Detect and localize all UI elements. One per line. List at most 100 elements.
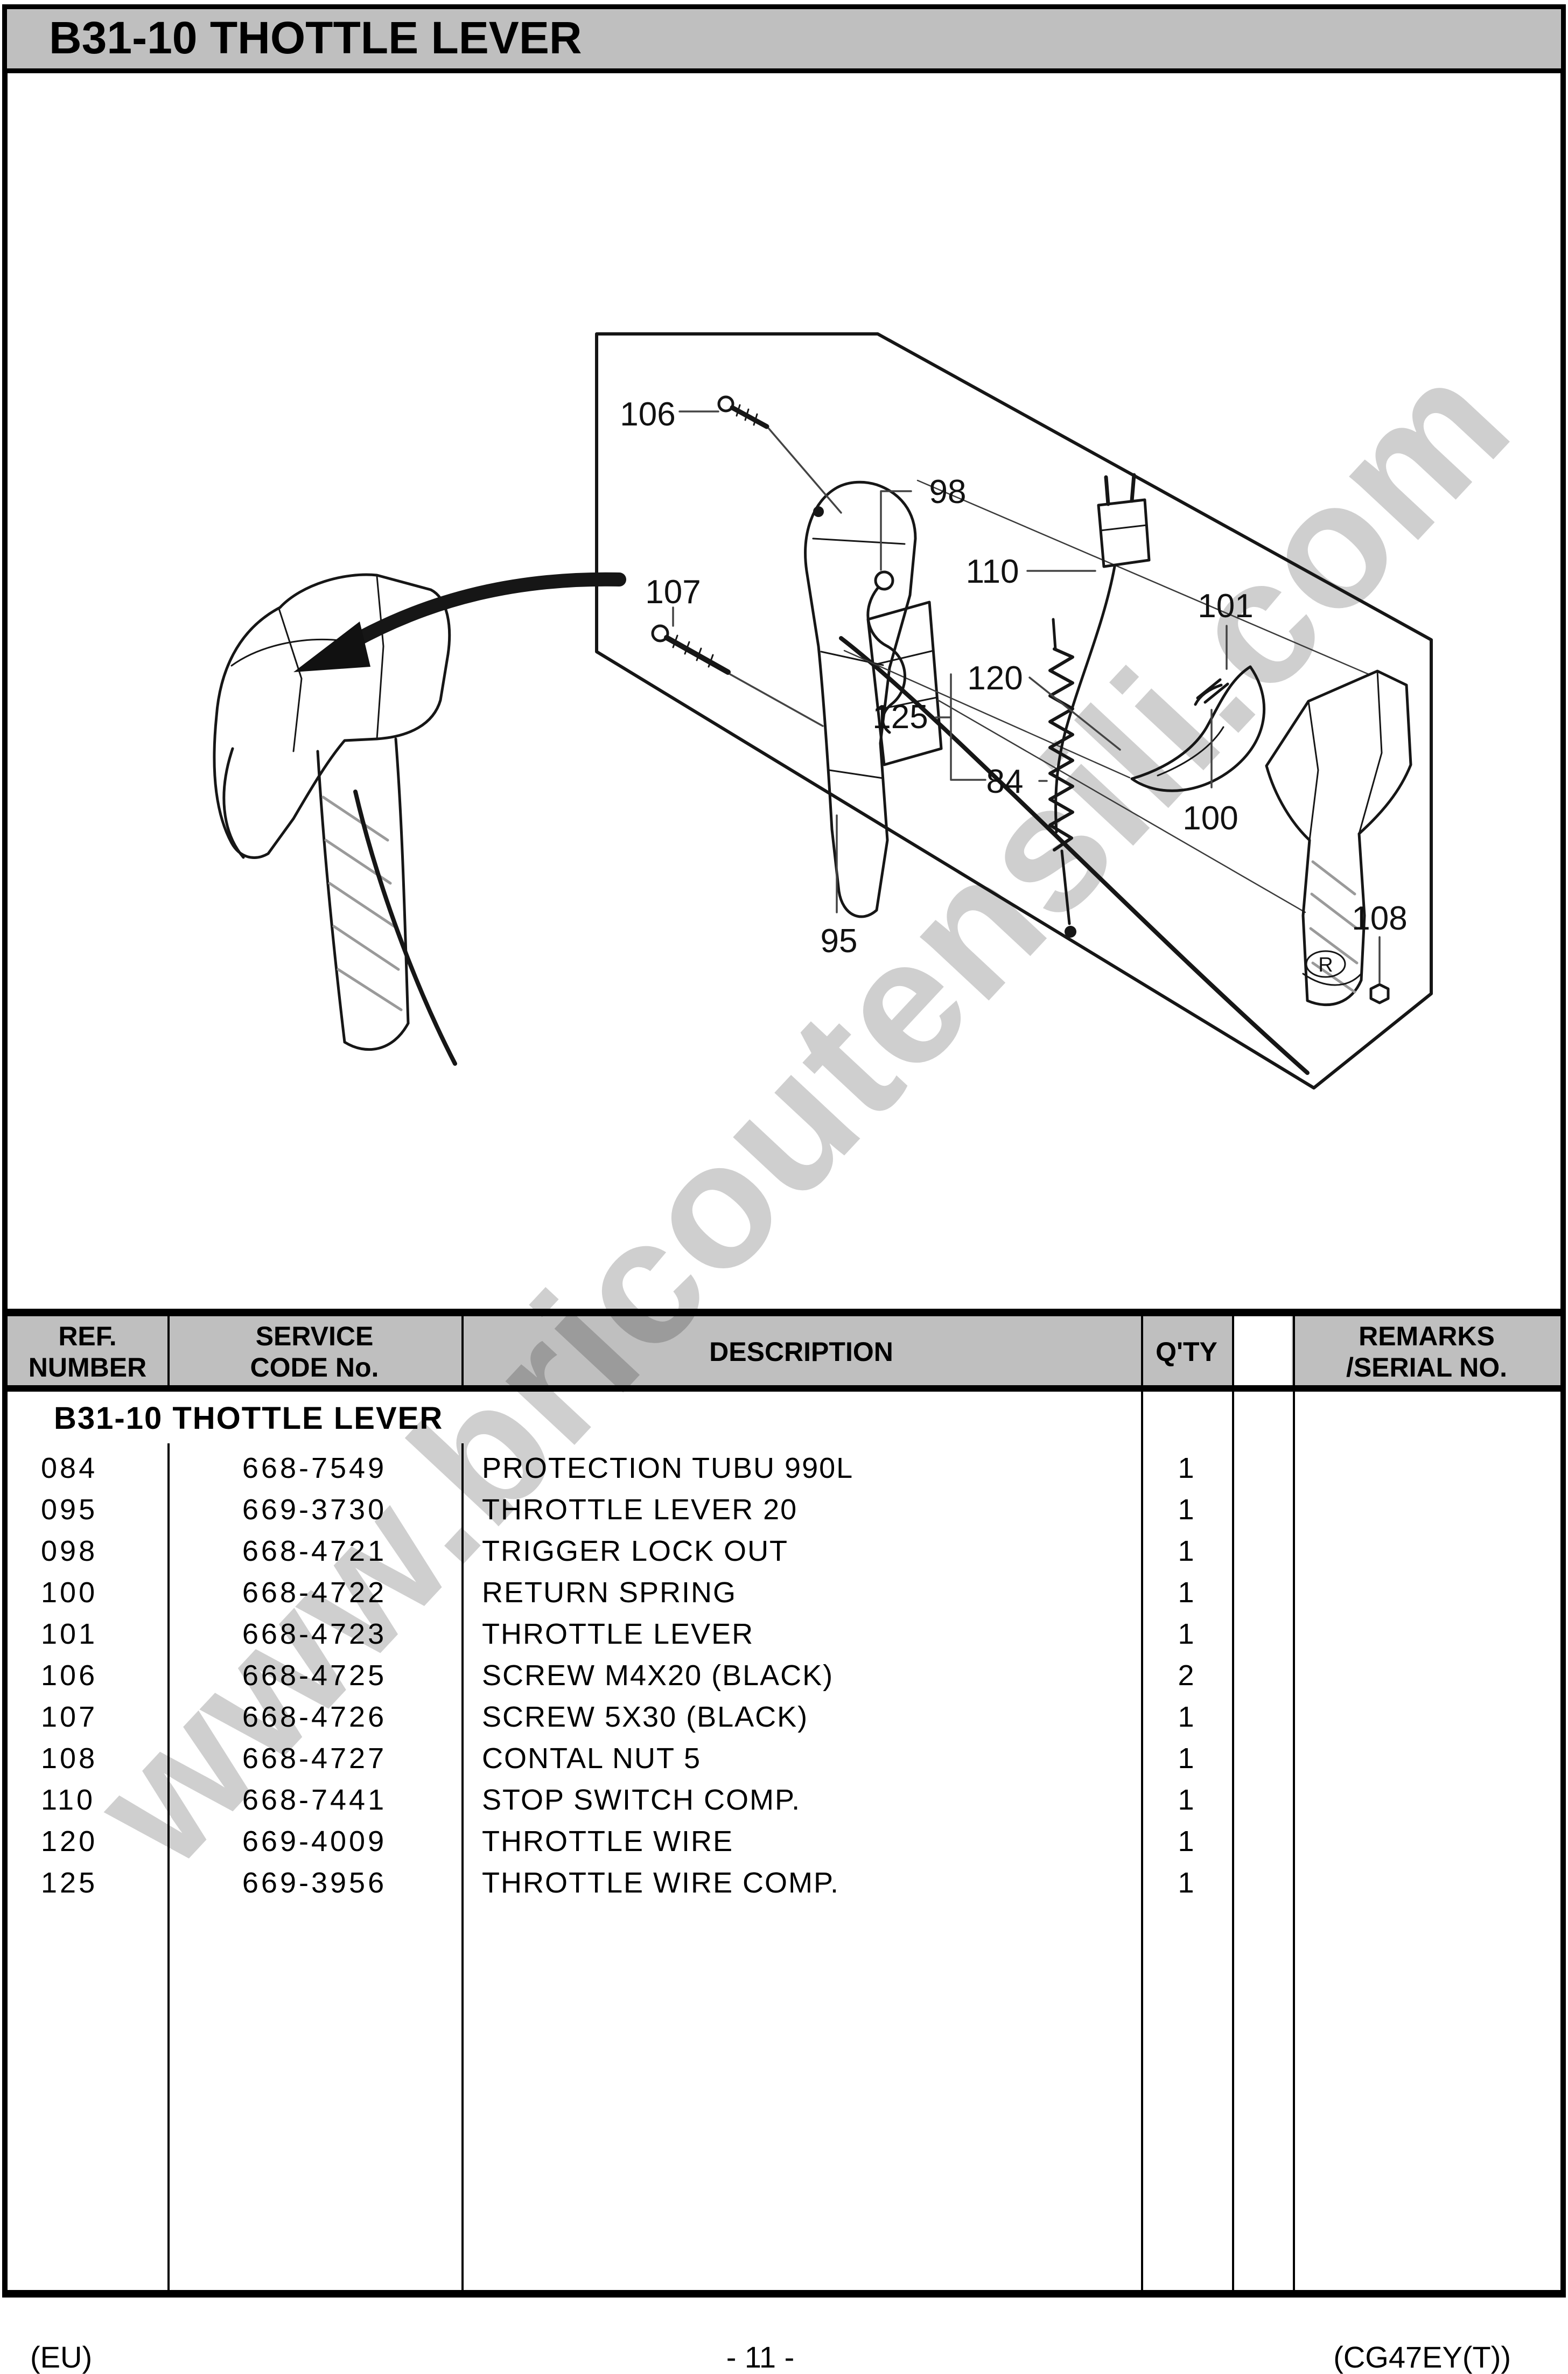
title-bar: B31-10 THOTTLE LEVER xyxy=(2,4,1566,73)
cell-description: TRIGGER LOCK OUT xyxy=(482,1535,789,1567)
header-remarks-line1: REMARKS xyxy=(1359,1321,1495,1351)
cell-description: THROTTLE LEVER xyxy=(482,1618,754,1650)
cell-qty: 1 xyxy=(1178,1784,1195,1816)
throttle-wire-line xyxy=(839,636,1310,1075)
part-label-98: 98 xyxy=(929,473,967,511)
cell-description: THROTTLE WIRE COMP. xyxy=(482,1867,840,1899)
cell-description: THROTTLE WIRE xyxy=(482,1825,733,1858)
table-section-heading: B31-10 THOTTLE LEVER xyxy=(54,1401,444,1436)
assembled-handle-illustration xyxy=(213,573,457,1066)
part-label-120: 120 xyxy=(967,660,1023,697)
cell-code: 668-4727 xyxy=(242,1742,387,1775)
part-label-100: 100 xyxy=(1182,800,1238,837)
part-label-106: 106 xyxy=(620,396,675,433)
col-line-ref-service-header xyxy=(167,1316,170,1385)
part-label-84: 84 xyxy=(986,763,1024,800)
col-line-desc-qty xyxy=(1141,1316,1143,2290)
table-row: 095 669-3730 THROTTLE LEVER 20 1 xyxy=(0,1489,1568,1531)
table-row: 110 668-7441 STOP SWITCH COMP. 1 xyxy=(0,1779,1568,1821)
page-title: B31-10 THOTTLE LEVER xyxy=(49,12,582,63)
cell-ref: 098 xyxy=(41,1535,98,1567)
table-row: 106 668-4725 SCREW M4X20 (BLACK) 2 xyxy=(0,1655,1568,1696)
cell-qty: 1 xyxy=(1178,1742,1195,1775)
screw-106-icon xyxy=(717,395,769,429)
part-label-108: 108 xyxy=(1352,900,1407,937)
cell-description: CONTAL NUT 5 xyxy=(482,1742,702,1775)
pointer-arrow xyxy=(293,572,626,672)
page-border-right xyxy=(1560,73,1566,2298)
cell-code: 668-4723 xyxy=(242,1618,387,1650)
cell-code: 668-4721 xyxy=(242,1535,387,1567)
page-border-left xyxy=(2,73,8,2298)
cell-description: SCREW 5X30 (BLACK) xyxy=(482,1701,809,1733)
col-line-ref-service-body xyxy=(167,1443,170,2290)
grip-housing-part: R xyxy=(1265,669,1412,1007)
header-ref-line2: NUMBER xyxy=(28,1352,147,1382)
table-row: 120 669-4009 THROTTLE WIRE 1 xyxy=(0,1821,1568,1862)
cell-description: SCREW M4X20 (BLACK) xyxy=(482,1659,834,1692)
cell-qty: 1 xyxy=(1178,1618,1195,1650)
header-remarks-line2: /SERIAL NO. xyxy=(1346,1352,1508,1382)
footer-model-code: (CG47EY(T)) xyxy=(1333,2340,1511,2374)
part-label-110: 110 xyxy=(966,553,1019,590)
throttle-lever-part xyxy=(1130,665,1266,792)
part-lever-housing xyxy=(804,480,943,918)
cell-description: STOP SWITCH COMP. xyxy=(482,1784,801,1816)
cell-qty: 1 xyxy=(1178,1825,1195,1858)
header-description: DESCRIPTION xyxy=(709,1337,893,1367)
cell-ref: 106 xyxy=(41,1659,98,1692)
alignment-lines xyxy=(843,479,1370,913)
cell-ref: 100 xyxy=(41,1576,98,1609)
cell-qty: 2 xyxy=(1178,1659,1195,1692)
cell-ref: 107 xyxy=(41,1701,98,1733)
cell-ref: 125 xyxy=(41,1867,98,1899)
cell-code: 668-7549 xyxy=(242,1452,387,1484)
part-label-107: 107 xyxy=(645,574,701,611)
col-line-qty-blank xyxy=(1232,1316,1234,2290)
header-service-line2: CODE No. xyxy=(250,1352,379,1382)
table-row: 084 668-7549 PROTECTION TUBU 990L 1 xyxy=(0,1448,1568,1489)
cell-qty: 1 xyxy=(1178,1576,1195,1609)
table-header-background xyxy=(8,1316,1560,1385)
cell-ref: 120 xyxy=(41,1825,98,1858)
table-row: 125 669-3956 THROTTLE WIRE COMP. 1 xyxy=(0,1862,1568,1904)
cell-code: 669-4009 xyxy=(242,1825,387,1858)
col-line-blank-remarks xyxy=(1293,1316,1295,2290)
cell-qty: 1 xyxy=(1178,1701,1195,1733)
part-label-125: 125 xyxy=(872,699,928,736)
header-ref-line1: REF. xyxy=(58,1321,117,1351)
cell-code: 669-3730 xyxy=(242,1493,387,1526)
footer-region: (EU) xyxy=(30,2340,93,2374)
footer-page-number: - 11 - xyxy=(726,2340,795,2374)
table-row: 101 668-4723 THROTTLE LEVER 1 xyxy=(0,1614,1568,1655)
cell-code: 668-4726 xyxy=(242,1701,387,1733)
cell-ref: 108 xyxy=(41,1742,98,1775)
table-bottom-border xyxy=(2,2290,1566,2298)
table-row: 098 668-4721 TRIGGER LOCK OUT 1 xyxy=(0,1531,1568,1572)
trigger-lockout-part xyxy=(866,570,907,734)
table-row: 100 668-4722 RETURN SPRING 1 xyxy=(0,1572,1568,1614)
cell-qty: 1 xyxy=(1178,1535,1195,1567)
cell-description: THROTTLE LEVER 20 xyxy=(482,1493,798,1526)
nut-108-icon xyxy=(1369,983,1390,1004)
exploded-parts-diagram: R 106 107 98 110 120 125 84 95 101 100 1… xyxy=(213,332,1433,1090)
table-header-underline xyxy=(8,1385,1560,1392)
cell-code: 669-3956 xyxy=(242,1867,387,1899)
diagram-box-outline xyxy=(595,332,1433,1090)
cell-ref: 095 xyxy=(41,1493,98,1526)
cell-ref: 101 xyxy=(41,1618,98,1650)
cell-code: 668-4725 xyxy=(242,1659,387,1692)
cell-qty: 1 xyxy=(1178,1493,1195,1526)
header-qty: Q'TY xyxy=(1156,1337,1217,1367)
col-line-service-desc-body xyxy=(461,1443,464,2290)
table-row: 108 668-4727 CONTAL NUT 5 1 xyxy=(0,1738,1568,1779)
screw-107-icon xyxy=(651,624,731,675)
grip-r-marking: R xyxy=(1318,954,1333,976)
cell-description: RETURN SPRING xyxy=(482,1576,737,1609)
cell-description: PROTECTION TUBU 990L xyxy=(482,1452,854,1484)
table-top-border xyxy=(2,1309,1566,1316)
part-label-95: 95 xyxy=(821,923,858,960)
cell-qty: 1 xyxy=(1178,1867,1195,1899)
return-spring-icon xyxy=(1194,678,1229,706)
